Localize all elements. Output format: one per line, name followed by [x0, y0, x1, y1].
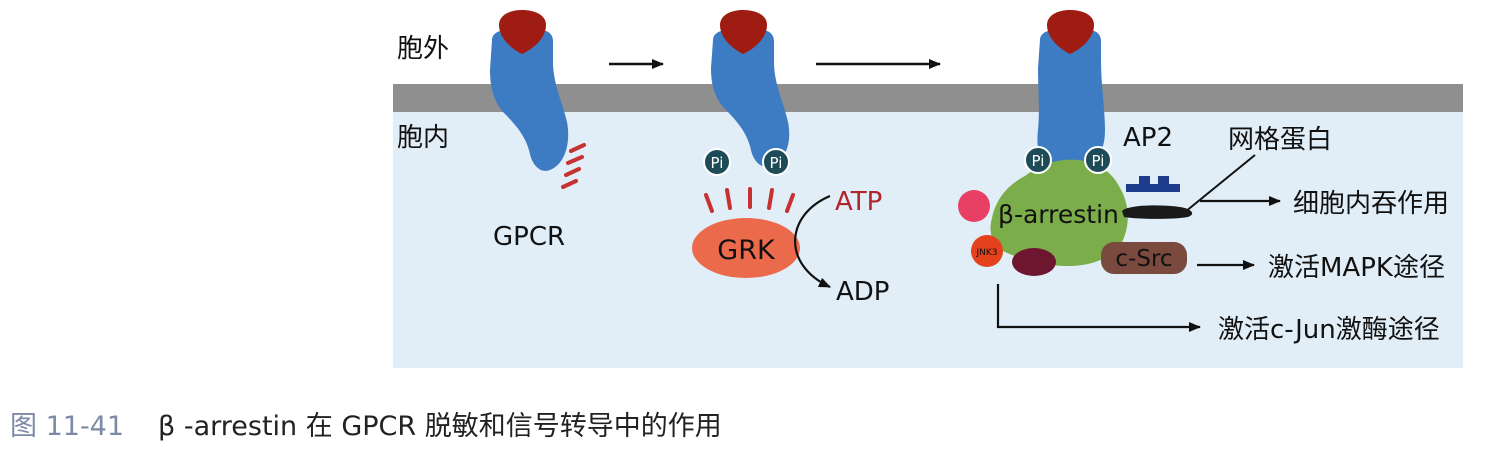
beta-arrestin-protein [990, 159, 1128, 266]
c-src-kinase [1101, 242, 1187, 274]
ligand-1 [499, 10, 546, 54]
gpcr-receptor-1 [490, 30, 569, 171]
ligand-2 [720, 10, 767, 54]
figure-caption: 图 11-41 β -arrestin 在 GPCR 脱敏和信号转导中的作用 [10, 404, 722, 443]
svg-text:Pi: Pi [770, 154, 783, 172]
svg-text:Pi: Pi [711, 154, 724, 172]
grk-label: GRK [717, 235, 776, 266]
phospho-group-2b: Pi [762, 148, 790, 176]
c-jun-arrow [996, 284, 1201, 332]
ap2-adaptor [1126, 176, 1180, 192]
beta-arrestin-label: β-arrestin [998, 200, 1119, 229]
pink-interacting-protein [958, 190, 990, 222]
intracellular-label: 胞内 [397, 123, 449, 153]
jnk3-kinase [971, 235, 1003, 267]
atp-to-adp-arrow [794, 194, 831, 288]
svg-text:Pi: Pi [1092, 152, 1105, 170]
mapk-label: 激活MAPK途径 [1268, 253, 1445, 283]
phospho-group-2a: Pi [703, 148, 731, 176]
gpcr-receptor-3 [1037, 30, 1105, 164]
cytoplasm-region [393, 110, 1463, 368]
gpcr-arrestin-diagram: 胞外 胞内 GPCR Pi Pi GRK ATP ADP [393, 10, 1463, 368]
ap2-label: AP2 [1123, 123, 1173, 153]
jnk3-label: JNK3 [975, 248, 997, 258]
clathrin-coat [1122, 205, 1193, 219]
extracellular-label: 胞外 [397, 34, 449, 64]
c-jun-label: 激活c-Jun激酶途径 [1218, 315, 1440, 345]
svg-text:Pi: Pi [1032, 152, 1045, 170]
cell-membrane [393, 84, 1463, 112]
gpcr-receptor-2 [711, 30, 790, 167]
atp-label: ATP [835, 187, 882, 217]
phospho-group-3b: Pi [1084, 146, 1112, 174]
endocytosis-label: 细胞内吞作用 [1293, 189, 1449, 219]
adp-label: ADP [836, 277, 890, 307]
maroon-interacting-protein [1012, 248, 1056, 276]
phospho-group-3a: Pi [1024, 146, 1052, 174]
gpcr-label: GPCR [493, 222, 565, 252]
phosphorylation-ticks-1 [561, 143, 586, 189]
figure-number: 图 11-41 [10, 411, 125, 442]
grk-activity-ticks [704, 187, 795, 213]
c-src-label: c-Src [1115, 246, 1172, 272]
clathrin-pointer [1184, 154, 1256, 213]
ligand-3 [1047, 10, 1094, 54]
clathrin-label: 网格蛋白 [1228, 125, 1332, 155]
caption-text: β -arrestin 在 GPCR 脱敏和信号转导中的作用 [158, 411, 722, 442]
grk-kinase [692, 218, 800, 278]
